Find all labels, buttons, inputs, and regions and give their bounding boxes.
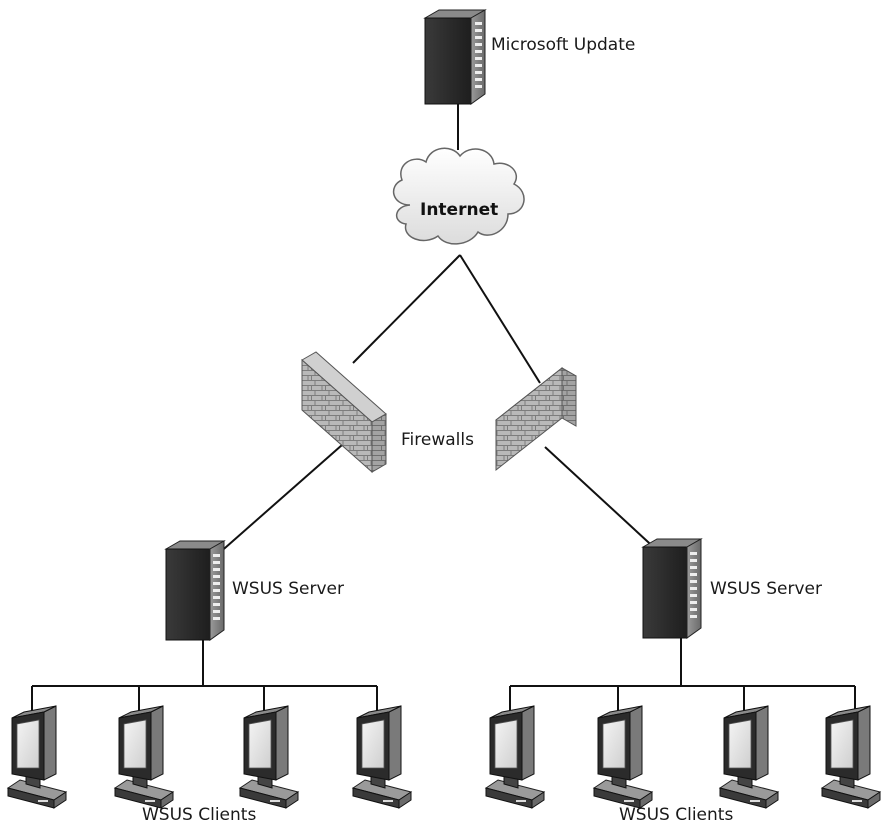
- brick-wall-icon: [301, 351, 387, 474]
- server-tower-icon: [423, 9, 487, 105]
- label-internet: Internet: [420, 200, 498, 220]
- brick-wall-icon: [495, 366, 577, 472]
- label-wsus-clients-right: WSUS Clients: [619, 805, 733, 825]
- desktop-computer-icon: [484, 705, 546, 809]
- label-wsus-server-left: WSUS Server: [232, 579, 344, 599]
- desktop-computer-icon: [592, 705, 654, 809]
- cloud-icon: [392, 147, 525, 245]
- links: [31, 104, 856, 712]
- label-wsus-server-right: WSUS Server: [710, 579, 822, 599]
- client-computers: [6, 705, 882, 809]
- server-tower-icon: [641, 538, 703, 639]
- label-microsoft-update: Microsoft Update: [491, 35, 635, 55]
- server-tower-icon: [164, 540, 226, 641]
- desktop-computer-icon: [820, 705, 882, 809]
- link-internet-firewall-left: [352, 254, 461, 364]
- desktop-computer-icon: [6, 705, 68, 809]
- label-firewalls: Firewalls: [401, 430, 474, 450]
- link-internet-firewall-right: [459, 254, 541, 384]
- desktop-computer-icon: [238, 705, 300, 809]
- desktop-computer-icon: [351, 705, 413, 809]
- label-wsus-clients-left: WSUS Clients: [142, 805, 256, 825]
- link-firewall-server-right: [544, 446, 661, 554]
- desktop-computer-icon: [718, 705, 780, 809]
- link-firewall-server-left: [216, 444, 343, 556]
- desktop-computer-icon: [113, 705, 175, 809]
